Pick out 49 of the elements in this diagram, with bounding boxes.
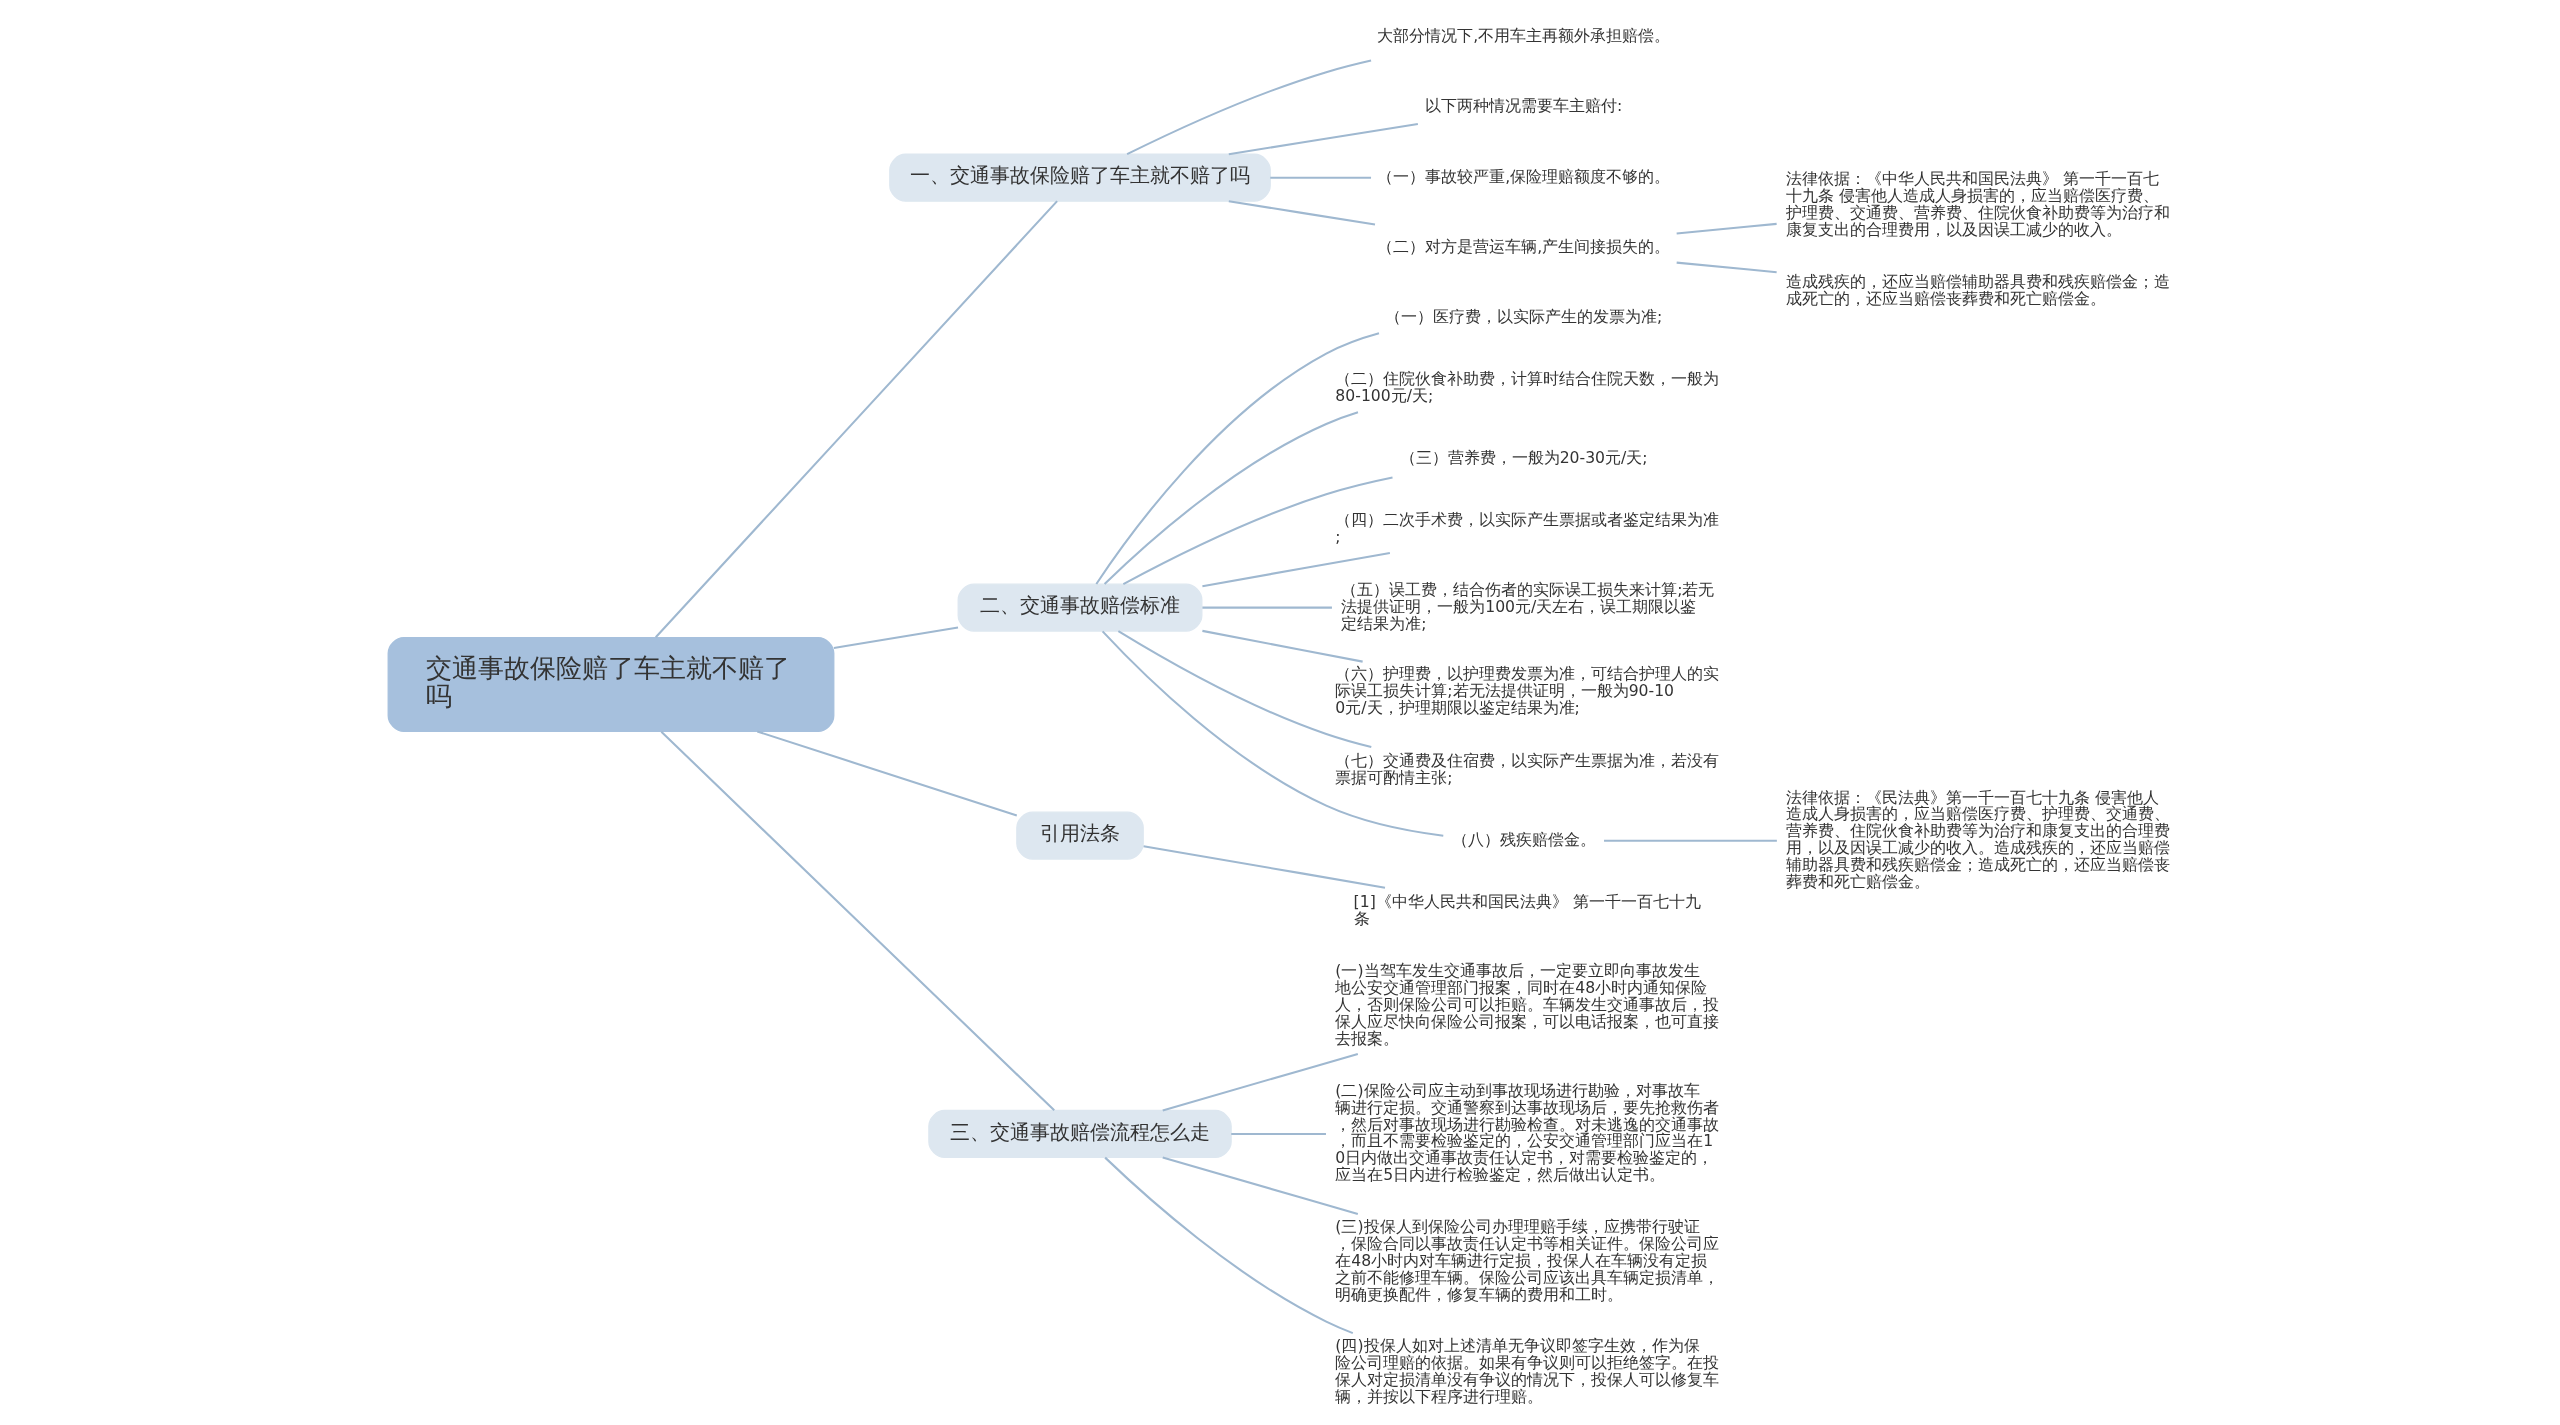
connector <box>1162 1156 1359 1215</box>
node-text: （三）营养费，一般为20-30元/天; <box>1399 448 1648 468</box>
node-text: （一）医疗费，以实际产生的发票为准; <box>1385 307 1663 327</box>
node-text: 法律依据：《民法典》第一千一百七十九条 侵害他人造成人身损害的，应当赔偿医疗费、护理费、交通费、营养费、住院伙食补助费等为治疗和康复支出的合理费用，以及因误工减少的收入。造成残疾的，还应当赔偿辅助器具费和残疾赔偿金；造成死亡的，还应当赔偿丧葬费和死亡赔偿金。 <box>1786 787 2171 892</box>
node-text: 以下两种情况需要车主赔付: <box>1425 96 1623 116</box>
node-text: （二）住院伙食补助费，计算时结合住院天数，一般为80-100元/天; <box>1335 369 1720 406</box>
node-text: 造成残疾的，还应当赔偿辅助器具费和残疾赔偿金；造成死亡的，还应当赔偿丧葬费和死亡赔偿金。 <box>1786 271 2171 308</box>
connector <box>1122 476 1393 586</box>
node-box: 三、交通事故赔偿流程怎么走 <box>928 1109 1232 1159</box>
connector <box>1103 411 1359 585</box>
connector <box>1228 200 1376 226</box>
connector <box>1104 1156 1354 1335</box>
connector <box>1676 261 1777 274</box>
node-box: 交通事故保险赔了车主就不赔了吗 <box>387 636 835 733</box>
connector <box>1202 606 1332 609</box>
connector <box>1604 839 1777 842</box>
node-text: (四)投保人如对上述清单无争议即签字生效，作为保险公司理赔的依据。如果有争议则可以拒绝签字。在投保人对定损清单没有争议的情况下，投保人可以修复车辆，并按以下程序进行理赔。 <box>1335 1336 1720 1406</box>
connector <box>1231 1132 1326 1135</box>
connector <box>1126 59 1372 156</box>
connector <box>1101 630 1444 837</box>
connector <box>1228 122 1419 156</box>
node-text: （八）残疾赔偿金。 <box>1451 829 1596 849</box>
connector <box>1162 1052 1359 1112</box>
node-text: （一）事故较严重,保险理赔额度不够的。 <box>1377 166 1671 186</box>
node-text: （六）护理费，以护理费发票为准，可结合护理人的实际误工损失计算;若无法提供证明，一般为90-100元/天，护理期限以鉴定结果为准; <box>1335 664 1720 718</box>
connector <box>1202 551 1391 588</box>
connector <box>1095 332 1380 585</box>
connector <box>655 200 1058 638</box>
node-text: (二)保险公司应主动到事故现场进行勘验，对事故车辆进行定损。交通警察到达事故现场后，要先抢救伤者，然后对事故现场进行勘验检查。对未逃逸的交通事故，而且不需要检验鉴定的，公安交通管理部门应当在10日内做出交通事故责任认定书，对需要检验鉴定的，应当在5日内进行检验鉴定，然后做出认定书。 <box>1335 1080 1720 1185</box>
node-box: 引用法条 <box>1016 811 1144 860</box>
node-box: 一、交通事故保险赔了车主就不赔了吗 <box>889 153 1271 202</box>
connector <box>1202 629 1363 663</box>
node-text: (一)当驾车发生交通事故后，一定要立即向事故发生地公安交通管理部门报案，同时在48小时内通知保险人，否则保险公司可以拒赔。车辆发生交通事故后，投保人应尽快向保险公司报案，可以电话报案，也可直接去报案。 <box>1335 961 1720 1049</box>
connector <box>1143 845 1386 889</box>
node-text: 大部分情况下,不用车主再额外承担赔偿。 <box>1377 26 1671 46</box>
node-box: 二、交通事故赔偿标准 <box>957 583 1203 632</box>
connector <box>1117 630 1372 749</box>
node-text: （四）二次手术费，以实际产生票据或者鉴定结果为准; <box>1335 510 1720 546</box>
connector <box>660 731 1055 1112</box>
node-text: (三)投保人到保险公司办理理赔手续，应携带行驶证，保险合同以事故责任认定书等相关证件。保险公司应在48小时内对车辆进行定损，投保人在车辆没有定损之前不能修理车辆。保险公司应该出具车辆定损清单，明确更换配件，修复车辆的费用和工时。 <box>1335 1216 1720 1304</box>
connector <box>833 626 959 649</box>
node-text: （七）交通费及住宿费，以实际产生票据为准，若没有票据可酌情主张; <box>1335 751 1720 787</box>
connector <box>757 730 1018 817</box>
node-text: 法律依据：《中华人民共和国民法典》 第一千一百七十九条 侵害他人造成人身损害的，应当赔偿医疗费、护理费、交通费、营养费、住院伙食补助费等为治疗和康复支出的合理费用，以及因误工减少的收入。 <box>1786 168 2171 239</box>
node-text: （五）误工费，结合伤者的实际误工损失来计算;若无法提供证明，一般为100元/天左右，误工期限以鉴定结果为准; <box>1341 579 1715 633</box>
connector <box>1270 176 1372 179</box>
node-text: [1]《中华人民共和国民法典》 第一千一百七十九条 <box>1353 891 1701 928</box>
node-text: （二）对方是营运车辆,产生间接损失的。 <box>1377 237 1671 257</box>
connector <box>1676 222 1777 235</box>
